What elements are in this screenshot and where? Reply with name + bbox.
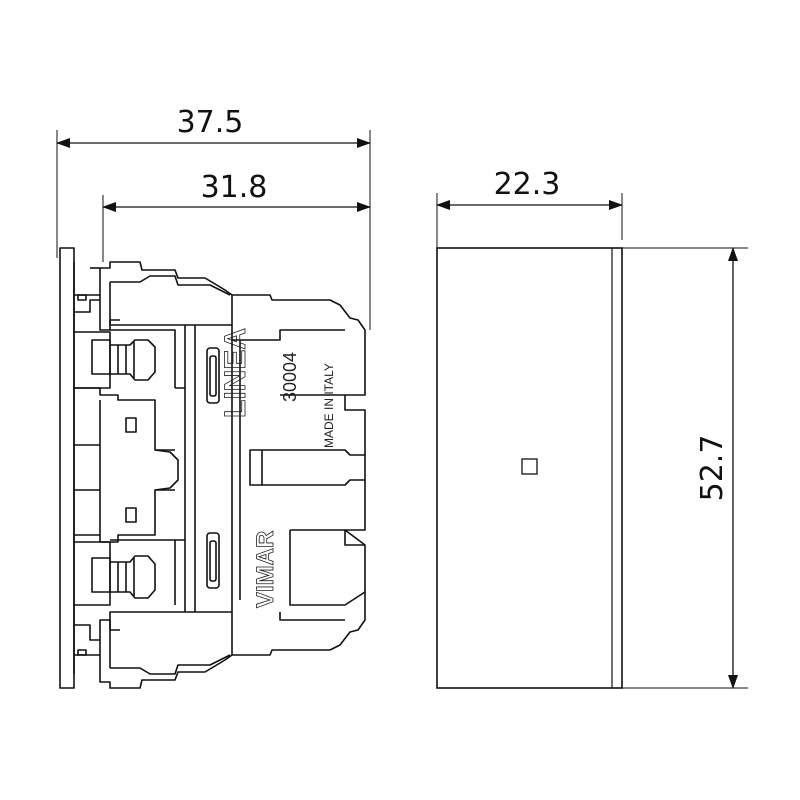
code-marking: 30004 [280, 352, 300, 402]
side-view [56, 130, 371, 689]
origin-marking: MADE IN ITALY [322, 363, 336, 448]
dimension-front-depth [436, 193, 623, 252]
dimension-overall-depth [56, 130, 371, 330]
front-cover [436, 247, 623, 689]
brand-marking: VIMAR [252, 531, 279, 608]
mechanism-center [74, 387, 185, 543]
terminal-lower [74, 539, 176, 641]
dimension-body-depth [102, 195, 371, 262]
slot-lower [206, 532, 220, 589]
label-height: 52.7 [695, 435, 730, 502]
front-view [436, 193, 748, 689]
label-overall-depth: 37.5 [177, 105, 244, 140]
front-plate [59, 247, 75, 689]
indicator-window [521, 458, 538, 475]
housing-markings: LINEA 30004 MADE IN ITALY VIMAR [219, 328, 336, 609]
upper-clip [74, 261, 366, 455]
label-body-depth: 31.8 [201, 170, 268, 205]
label-front-depth: 22.3 [494, 167, 561, 202]
lower-clip [74, 480, 366, 689]
housing-body [231, 325, 345, 621]
series-marking: LINEA [219, 328, 252, 418]
terminal-upper [74, 299, 176, 389]
dimension-height [622, 247, 748, 689]
slot-upper [206, 347, 220, 404]
